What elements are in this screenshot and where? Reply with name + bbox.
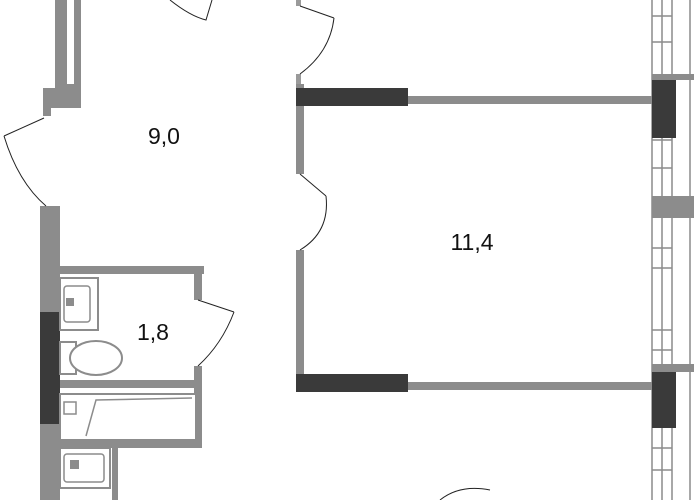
entrance-door-icon	[3, 117, 47, 207]
room-door-icon	[299, 173, 327, 251]
central-partition	[296, 0, 304, 376]
hall-area-label: 9,0	[148, 123, 180, 149]
bathroom-area-label: 1,8	[137, 319, 169, 345]
left-outer-wall	[40, 206, 60, 500]
toilet-icon	[59, 340, 123, 376]
upper-partition-door-icon	[299, 5, 335, 75]
bathroom-walls	[60, 266, 204, 500]
room-bottom-wall	[296, 374, 652, 392]
room-area-label: 11,4	[450, 229, 493, 255]
right-facade-window	[651, 0, 694, 500]
bottom-door-icon	[439, 487, 491, 500]
bathroom-door-icon	[197, 299, 235, 367]
room-top-wall	[296, 88, 652, 106]
top-door-icon	[169, 0, 213, 21]
washbasin-icon	[59, 447, 111, 489]
upper-left-wall	[43, 0, 81, 116]
bathtub-icon	[59, 393, 197, 441]
sink-icon	[59, 277, 99, 331]
